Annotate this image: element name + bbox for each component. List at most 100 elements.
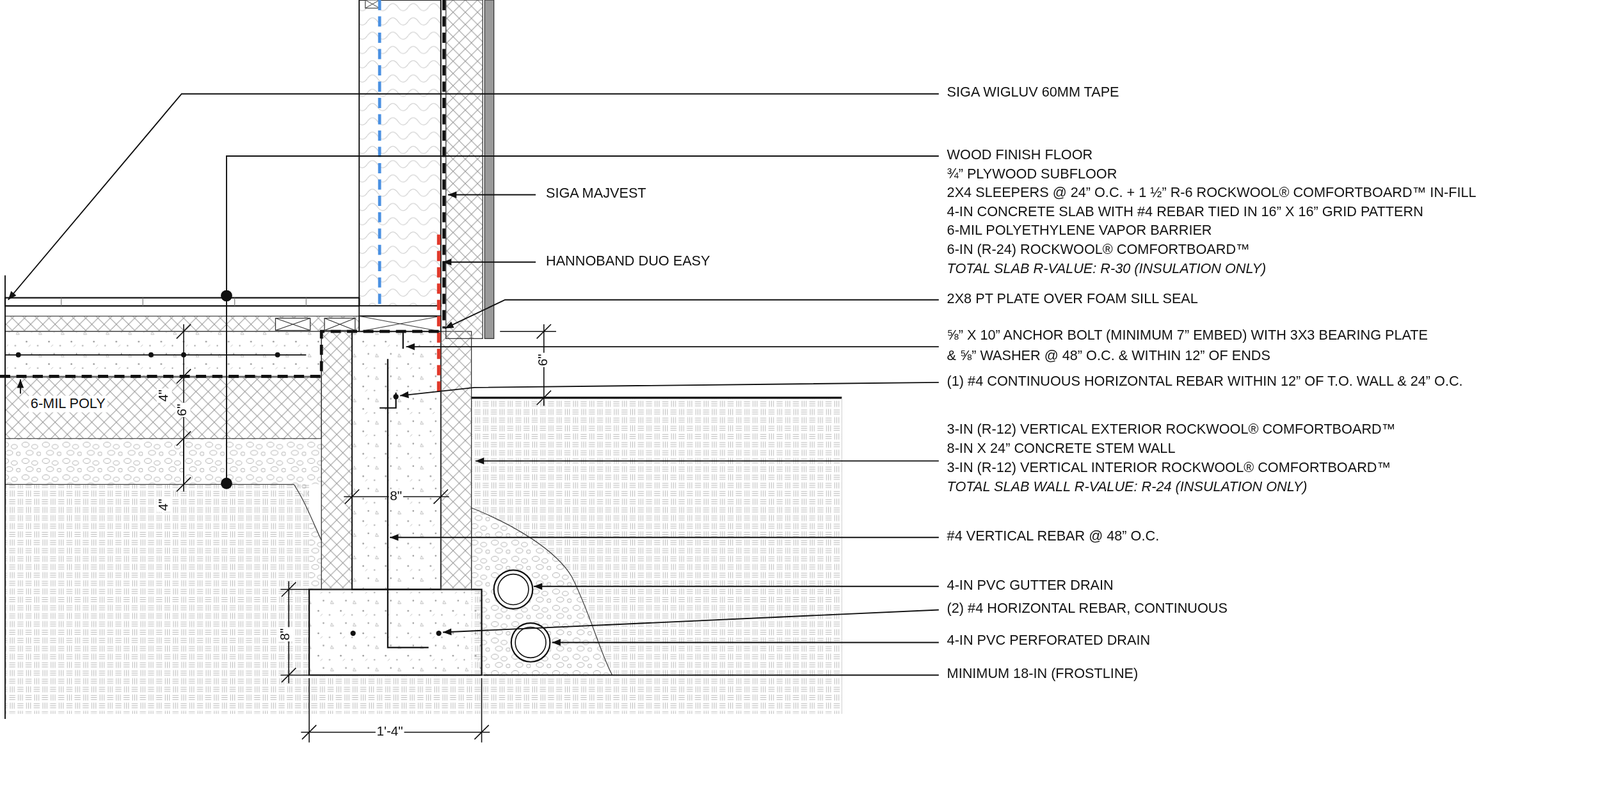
leader-lines-part (8, 94, 939, 301)
callout-text: ¾” PLYWOOD SUBFLOOR (947, 166, 1118, 183)
dimension-lines-part (343, 489, 449, 504)
slab-layers-part (5, 305, 360, 317)
dimension: 1'-4" (375, 725, 404, 741)
callout-note: TOTAL SLAB WALL R-VALUE: R-24 (INSULATIO… (947, 479, 1308, 496)
callout-text: 2X8 PT PLATE OVER FOAM SILL SEAL (947, 290, 1199, 307)
wall-assembly-part (446, 0, 483, 339)
slab-layers-part (148, 352, 154, 358)
drain-pipes (494, 570, 551, 662)
slab-layers-part (16, 352, 22, 358)
slab-layers-part (5, 298, 360, 307)
callout-text: SIGA WIGLUV 60MM TAPE (947, 84, 1120, 101)
dimension-lines-part (499, 324, 557, 407)
stem-wall-part (392, 394, 399, 400)
soil-part (841, 398, 843, 715)
wall-assembly-part (359, 0, 441, 306)
leader-lines-part (475, 460, 939, 463)
soil-part (5, 439, 322, 591)
stem-wall-part (387, 359, 429, 648)
leader-lines (8, 94, 939, 676)
callout-text: 3-IN (R-12) VERTICAL EXTERIOR ROCKWOOL® … (947, 421, 1396, 438)
stem-wall-part (440, 331, 472, 590)
callout-text: (2) #4 HORIZONTAL REBAR, CONTINUOUS (947, 600, 1228, 617)
slab-layers-part (5, 316, 360, 332)
leader-lines-part (406, 346, 939, 348)
stem-wall-part (350, 631, 356, 637)
callout-text: 2X4 SLEEPERS @ 24” O.C. + 1 ½” R-6 ROCKW… (947, 184, 1477, 201)
wall-assembly-part (0, 331, 445, 377)
soil-part (471, 508, 613, 676)
soil-part (5, 484, 310, 715)
callout-note: TOTAL SLAB R-VALUE: R-30 (INSULATION ONL… (947, 261, 1267, 278)
dimension-lines-part (183, 439, 185, 486)
callout-text: 8-IN X 24” CONCRETE STEM WALL (947, 440, 1176, 457)
dimension-lines (176, 324, 557, 744)
callout-text: SIGA MAJVEST (545, 185, 647, 202)
callout-text: 4-IN PVC PERFORATED DRAIN (947, 632, 1151, 649)
drain-pipes-part (494, 570, 534, 610)
callout-text: HANNOBAND DUO EASY (545, 252, 711, 269)
leader-lines-part (483, 675, 939, 677)
slab-layers-part (61, 298, 307, 307)
dimension: 8" (278, 627, 294, 642)
wall-assembly-part (365, 0, 380, 9)
soil-part (5, 484, 322, 541)
leader-lines-part (221, 290, 232, 301)
wall-assembly-part (365, 0, 380, 9)
drain-pipes-part (497, 574, 529, 606)
wall-assembly-part (378, 0, 382, 306)
callout-text: (1) #4 CONTINUOUS HORIZONTAL REBAR WITHI… (947, 373, 1464, 390)
slab-layers-part (324, 318, 356, 331)
stem-wall-part (435, 631, 441, 637)
leader-lines-part (448, 194, 536, 196)
slab-layers-part (275, 352, 281, 358)
callout-text: 6-IN (R-24) ROCKWOOL® COMFORTBOARD™ (947, 241, 1250, 258)
slab-layers-part (275, 318, 310, 331)
dimension: 4" (156, 497, 173, 512)
callout-text: WOOD FINISH FLOOR (947, 147, 1094, 164)
slab-layers-part (5, 331, 322, 377)
wall-assembly-part (359, 316, 441, 332)
wall-assembly-part (359, 316, 441, 332)
drain-pipes-part (515, 627, 546, 659)
callout-text: 4-IN CONCRETE SLAB WITH #4 REBAR TIED IN… (947, 204, 1424, 221)
callout-text: & ⅝” WASHER @ 48” O.C. & WITHIN 12” OF E… (947, 348, 1271, 365)
slab-layers-part (5, 354, 306, 356)
wall-assembly-part (437, 234, 441, 399)
slab-layers-part (5, 377, 322, 440)
soil-part (309, 675, 842, 715)
callout-text: 3-IN (R-12) VERTICAL INTERIOR ROCKWOOL® … (947, 460, 1392, 477)
dimension: 8" (389, 489, 404, 505)
wall-assembly-part (359, 305, 441, 317)
leader-lines-part (400, 382, 939, 397)
leader-lines-part (221, 478, 232, 489)
slab-layers-part (275, 318, 310, 331)
wall-assembly-part (4, 275, 6, 720)
leader-lines-part (226, 156, 939, 484)
stem-wall-part (352, 331, 441, 590)
callout-text: 6-MIL POLY (28, 396, 108, 413)
callout-text: 6-MIL POLYETHYLENE VAPOR BARRIER (947, 222, 1213, 239)
callout-text: #4 VERTICAL REBAR @ 48” O.C. (947, 528, 1160, 545)
leader-lines-part (533, 586, 939, 588)
wall-assembly (0, 0, 495, 720)
stem-wall (309, 305, 482, 676)
callout-text: MINIMUM 18-IN (FROSTLINE) (947, 666, 1139, 683)
stem-wall-part (321, 331, 352, 590)
leader-lines-part (19, 379, 22, 394)
leader-lines-part (442, 609, 939, 633)
soil-part (471, 398, 843, 676)
leader-lines-part (389, 536, 939, 539)
callout-text: 4-IN PVC GUTTER DRAIN (947, 577, 1114, 594)
wall-assembly-part (442, 0, 446, 329)
dimension: 6" (536, 353, 552, 368)
dimension-lines-part (300, 678, 490, 743)
soil-part (471, 396, 843, 399)
leader-lines-part (552, 642, 939, 644)
dimension: 4" (156, 389, 173, 404)
leader-lines-part (442, 261, 536, 264)
leader-lines-part (444, 300, 939, 329)
soil-part (471, 508, 613, 676)
dimension: 6" (174, 403, 191, 418)
